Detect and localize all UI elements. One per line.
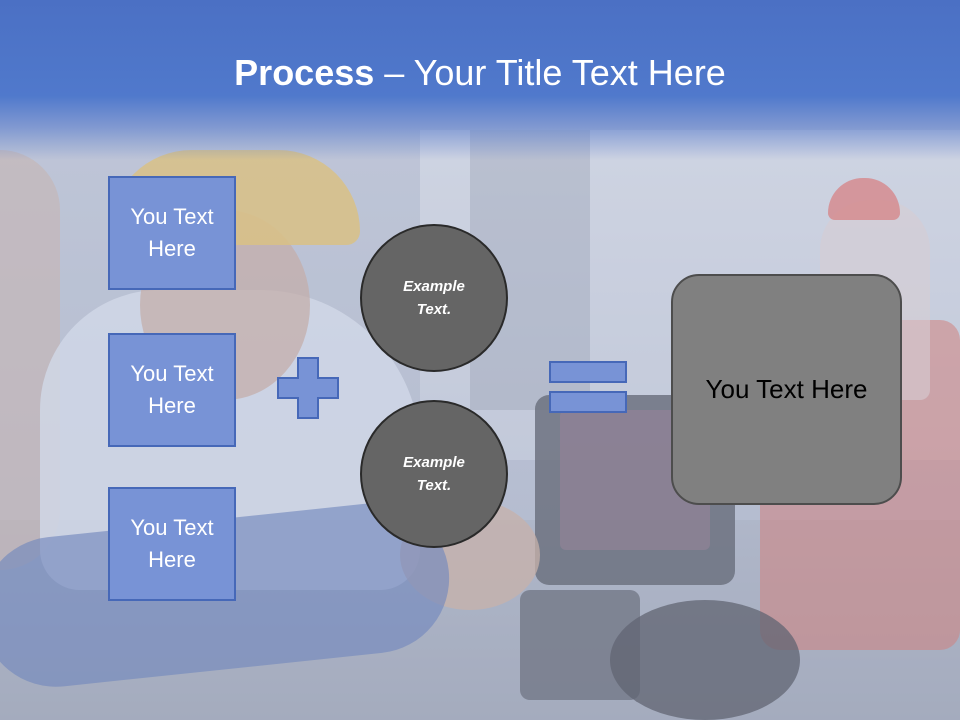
text-box-3[interactable]: You Text Here (108, 487, 236, 601)
title-bold: Process (234, 52, 375, 93)
example-circle-2[interactable]: Example Text. (360, 400, 508, 548)
circle-label: Example Text. (403, 454, 465, 494)
equals-icon (549, 361, 627, 413)
example-circle-1[interactable]: Example Text. (360, 224, 508, 372)
circle-label: Example Text. (403, 278, 465, 318)
result-label: You Text Here (705, 374, 868, 404)
plus-icon (277, 357, 339, 419)
result-box[interactable]: You Text Here (671, 274, 902, 505)
title-rest: – Your Title Text Here (374, 52, 726, 93)
text-box-2[interactable]: You Text Here (108, 333, 236, 447)
text-box-label: You Text Here (130, 515, 214, 572)
slide-title: Process – Your Title Text Here (0, 52, 960, 94)
text-box-1[interactable]: You Text Here (108, 176, 236, 290)
title-band (0, 0, 960, 160)
text-box-label: You Text Here (130, 204, 214, 261)
text-box-label: You Text Here (130, 361, 214, 418)
